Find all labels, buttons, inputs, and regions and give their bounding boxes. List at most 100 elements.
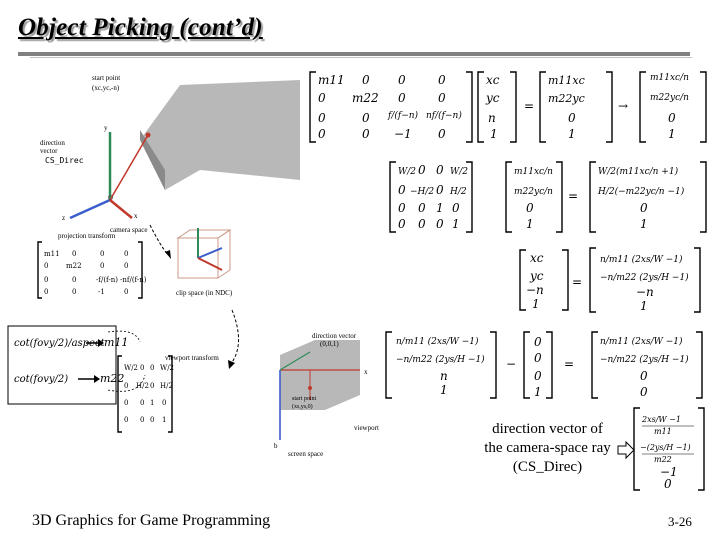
svg-text:1: 1 bbox=[640, 217, 648, 231]
svg-text:0: 0 bbox=[318, 127, 326, 141]
svg-text:0: 0 bbox=[526, 201, 534, 215]
svg-text:0: 0 bbox=[318, 111, 326, 125]
camera-z-axis bbox=[70, 200, 110, 218]
svg-text:m22: m22 bbox=[352, 91, 379, 105]
camera-x-axis bbox=[110, 200, 132, 218]
svg-text:0: 0 bbox=[124, 250, 128, 258]
svg-text:0: 0 bbox=[398, 183, 406, 197]
svg-text:−H/2: −H/2 bbox=[410, 187, 434, 197]
svg-text:0: 0 bbox=[438, 91, 446, 105]
svg-text:m22yc: m22yc bbox=[548, 92, 585, 105]
title-rule bbox=[18, 52, 690, 56]
svg-text:y: y bbox=[104, 124, 108, 132]
svg-text:H/2: H/2 bbox=[136, 382, 149, 390]
svg-text:0: 0 bbox=[140, 416, 144, 424]
svg-text:0: 0 bbox=[140, 364, 144, 372]
svg-text:H/2(−m22yc/n −1): H/2(−m22yc/n −1) bbox=[597, 186, 685, 197]
svg-text:0: 0 bbox=[398, 201, 406, 215]
svg-text:0: 0 bbox=[398, 73, 406, 87]
svg-text:yc: yc bbox=[529, 269, 544, 283]
svg-text:0: 0 bbox=[436, 217, 444, 231]
svg-text:n/m11 (2xs/W −1): n/m11 (2xs/W −1) bbox=[396, 336, 479, 347]
svg-text:m11xc/n: m11xc/n bbox=[514, 167, 553, 177]
svg-text:−: − bbox=[506, 357, 516, 371]
svg-text:m22yc/n: m22yc/n bbox=[514, 187, 553, 197]
svg-text:n: n bbox=[440, 369, 448, 383]
svg-text:0: 0 bbox=[44, 276, 48, 284]
svg-text:n: n bbox=[488, 111, 496, 125]
svg-text:f/(f−n): f/(f−n) bbox=[387, 110, 419, 121]
svg-text:yc: yc bbox=[485, 91, 500, 105]
svg-text:0: 0 bbox=[72, 288, 76, 296]
m22-text: m22 bbox=[100, 372, 124, 385]
svg-text:H/2: H/2 bbox=[160, 382, 173, 390]
svg-text:0: 0 bbox=[124, 399, 128, 407]
svg-text:m22yc/n: m22yc/n bbox=[650, 93, 689, 103]
svg-text:m22: m22 bbox=[66, 262, 82, 270]
svg-text:0: 0 bbox=[124, 262, 128, 270]
svg-text:−n/m22 (2ys/H −1): −n/m22 (2ys/H −1) bbox=[600, 354, 689, 365]
svg-text:0: 0 bbox=[668, 111, 676, 125]
svg-text:0: 0 bbox=[44, 288, 48, 296]
pipeline-figure: start point (xc,yc,-n) direction vector … bbox=[0, 60, 300, 510]
caption-line-3: (CS_Direc) bbox=[470, 458, 625, 477]
svg-text:0: 0 bbox=[436, 163, 444, 177]
svg-text:W/2: W/2 bbox=[450, 167, 468, 177]
svg-text:0: 0 bbox=[124, 288, 128, 296]
svg-text:H/2: H/2 bbox=[449, 187, 467, 197]
cot-b-text: cot(fovy/2) bbox=[14, 374, 68, 385]
clip-space-label: clip space (in NDC) bbox=[176, 289, 233, 297]
svg-text:=: = bbox=[524, 99, 534, 113]
vector-label: vector bbox=[40, 147, 58, 155]
svg-text:xc: xc bbox=[530, 251, 544, 265]
title-rule-thin bbox=[30, 57, 692, 58]
svg-text:W/2(m11xc/n +1): W/2(m11xc/n +1) bbox=[598, 166, 679, 177]
svg-text:O: O bbox=[108, 194, 113, 202]
svg-text:1: 1 bbox=[162, 416, 166, 424]
svg-text:m11: m11 bbox=[654, 427, 672, 436]
svg-text:n/m11 (2xs/W −1): n/m11 (2xs/W −1) bbox=[600, 254, 683, 265]
footer-page-number: 3-26 bbox=[668, 514, 692, 530]
svg-text:=: = bbox=[572, 275, 582, 289]
svg-text:1: 1 bbox=[440, 383, 448, 397]
svg-text:1: 1 bbox=[452, 217, 460, 231]
svg-text:0: 0 bbox=[72, 276, 76, 284]
svg-text:0: 0 bbox=[362, 73, 370, 87]
svg-text:0: 0 bbox=[640, 385, 648, 399]
svg-text:0: 0 bbox=[398, 91, 406, 105]
svg-text:0: 0 bbox=[534, 369, 542, 383]
svg-text:=: = bbox=[568, 189, 578, 203]
svg-text:0: 0 bbox=[568, 111, 576, 125]
svg-text:1: 1 bbox=[436, 201, 444, 215]
svg-text:W/2: W/2 bbox=[124, 364, 138, 372]
svg-text:W/2: W/2 bbox=[398, 167, 416, 177]
svg-text:=: = bbox=[564, 357, 574, 371]
svg-text:0: 0 bbox=[534, 335, 542, 349]
viewport-transform-label: viewport transform bbox=[165, 354, 219, 362]
svg-text:0: 0 bbox=[362, 127, 370, 141]
svg-text:0: 0 bbox=[664, 477, 672, 491]
svg-text:0: 0 bbox=[418, 201, 426, 215]
svg-text:−n: −n bbox=[636, 285, 654, 299]
svg-text:0: 0 bbox=[124, 382, 128, 390]
slide-title: Object Picking (cont’d) bbox=[18, 14, 263, 42]
svg-text:b: b bbox=[274, 442, 278, 450]
svg-text:0: 0 bbox=[318, 91, 326, 105]
svg-text:0: 0 bbox=[72, 250, 76, 258]
caption-line-2: the camera-space ray bbox=[470, 439, 625, 458]
svg-text:0: 0 bbox=[640, 201, 648, 215]
svg-text:0: 0 bbox=[44, 262, 48, 270]
svg-text:0: 0 bbox=[438, 73, 446, 87]
svg-text:m11: m11 bbox=[44, 250, 60, 258]
svg-text:-nf/(f-n): -nf/(f-n) bbox=[120, 276, 147, 284]
svg-text:1: 1 bbox=[534, 385, 542, 399]
svg-text:0: 0 bbox=[124, 416, 128, 424]
svg-text:nf/(f−n): nf/(f−n) bbox=[426, 110, 462, 121]
svg-text:0: 0 bbox=[640, 369, 648, 383]
svg-text:−1: −1 bbox=[394, 127, 412, 141]
footer-course-title: 3D Graphics for Game Programming bbox=[32, 512, 270, 530]
camera-space-label: camera space bbox=[110, 226, 148, 234]
svg-text:1: 1 bbox=[490, 127, 498, 141]
svg-text:m11: m11 bbox=[318, 73, 345, 87]
